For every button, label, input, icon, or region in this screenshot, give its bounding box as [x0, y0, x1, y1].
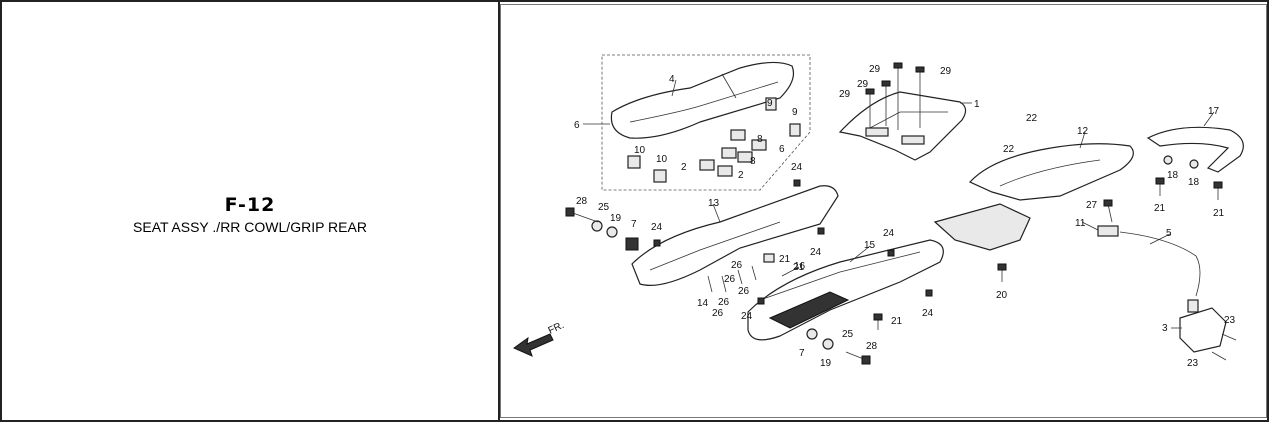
rubber-10b [653, 169, 667, 183]
rubber-9b [789, 123, 801, 137]
callout-28a: 28 [576, 196, 588, 207]
section-code: F-12 [224, 194, 276, 216]
rear-cowl [969, 143, 1134, 201]
callout-6a: 6 [574, 120, 580, 131]
grab-rail [1146, 126, 1244, 173]
rubber-9a [765, 97, 777, 111]
callout-29c: 29 [857, 79, 869, 90]
callout-21c: 21 [793, 262, 805, 273]
callout-7a: 7 [631, 219, 637, 230]
bolt-28 [565, 207, 575, 217]
plate-2b [717, 165, 733, 177]
callout-28b: 28 [866, 341, 878, 352]
callout-18a: 18 [1167, 170, 1179, 181]
callout-4: 4 [669, 74, 675, 85]
callout-14: 14 [697, 298, 709, 309]
callout-2a: 2 [681, 162, 687, 173]
front-arrow-icon [512, 333, 554, 357]
callout-21b: 21 [891, 316, 903, 327]
callout-8a: 8 [757, 134, 763, 145]
header-panel: F-12 SEAT ASSY ./RR COWL/GRIP REAR [2, 2, 498, 420]
panel-divider [498, 2, 500, 420]
callout-10b: 10 [656, 154, 668, 165]
callout-21a: 21 [779, 254, 791, 265]
callout-24e: 24 [922, 308, 934, 319]
callout-26d: 26 [724, 274, 736, 285]
seat-assy [610, 61, 795, 139]
callout-8b: 8 [750, 156, 756, 167]
callout-26a: 26 [712, 308, 724, 319]
callout-29b: 29 [940, 66, 952, 77]
side-cover-left [631, 185, 839, 286]
callout-13: 13 [708, 198, 720, 209]
collar-25 [591, 220, 603, 232]
callout-26b: 26 [718, 297, 730, 308]
section-title: SEAT ASSY ./RR COWL/GRIP REAR [133, 219, 367, 235]
rear-grip [838, 91, 967, 161]
callout-29d: 29 [839, 89, 851, 100]
callout-3: 3 [1162, 323, 1168, 334]
diagram-panel [500, 4, 1267, 418]
callout-22a: 22 [1026, 113, 1038, 124]
callout-19b: 19 [820, 358, 832, 369]
callout-19a: 19 [610, 213, 622, 224]
callout-22b: 22 [1003, 144, 1015, 155]
callout-15: 15 [864, 240, 876, 251]
washer-19 [606, 226, 618, 238]
callout-12: 12 [1077, 126, 1089, 137]
callout-6b: 6 [779, 144, 785, 155]
bracket-8d [737, 151, 753, 163]
callout-26c: 26 [731, 260, 743, 271]
bolt-29-group [865, 62, 925, 130]
callout-25b: 25 [842, 329, 854, 340]
seat-lock-cable [1119, 231, 1201, 297]
plate-2a [699, 159, 715, 171]
side-cover-right [747, 239, 944, 341]
callout-25a: 25 [598, 202, 610, 213]
callout-10a: 10 [634, 145, 646, 156]
clip-26-group [707, 265, 757, 293]
callout-20: 20 [996, 290, 1008, 301]
callout-26e: 26 [738, 286, 750, 297]
cable-end-11 [1097, 225, 1119, 237]
callout-21d: 21 [1154, 203, 1166, 214]
callout-21e: 21 [1213, 208, 1225, 219]
callout-11: 11 [1075, 218, 1086, 229]
seat-lock [1179, 307, 1227, 353]
rubber-10a [627, 155, 641, 169]
callout-24c: 24 [810, 247, 822, 258]
callout-16: 16 [794, 261, 806, 272]
grommet-7 [625, 237, 639, 251]
callout-23a: 23 [1224, 315, 1236, 326]
callout-24d: 24 [883, 228, 895, 239]
callout-24b: 24 [651, 222, 663, 233]
callout-23b: 23 [1187, 358, 1199, 369]
cowl-bracket [933, 203, 1031, 251]
callout-9a: 9 [767, 98, 773, 109]
callout-5: 5 [1166, 228, 1172, 239]
callout-18b: 18 [1188, 177, 1200, 188]
callout-29a: 29 [869, 64, 881, 75]
callout-27: 27 [1086, 200, 1098, 211]
callout-7b: 7 [799, 348, 805, 359]
callout-2b: 2 [738, 170, 744, 181]
callout-9b: 9 [792, 107, 798, 118]
seat-group-box [601, 54, 811, 191]
bracket-8b [751, 139, 767, 151]
bracket-8c [721, 147, 737, 159]
direction-label: FR. [547, 320, 566, 337]
callout-17: 17 [1208, 106, 1220, 117]
callout-24f: 24 [741, 311, 753, 322]
callout-1: 1 [974, 99, 980, 110]
bracket-8a [730, 129, 746, 141]
callout-24a: 24 [791, 162, 803, 173]
